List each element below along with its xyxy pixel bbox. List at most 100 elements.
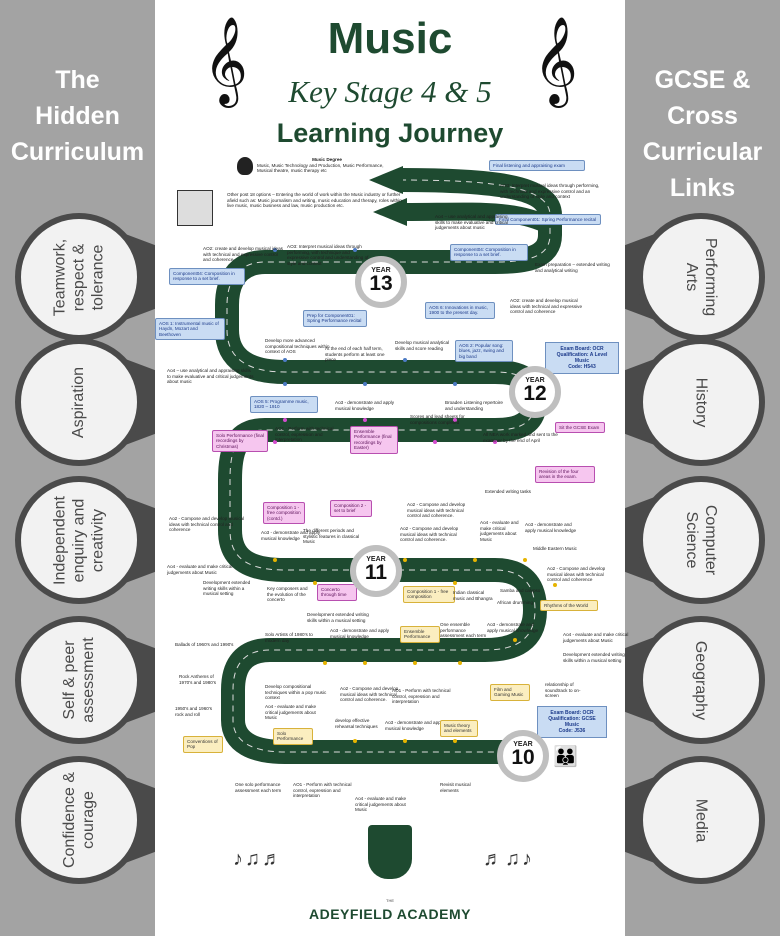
y13-exam-prep: Exam preparation – extended writing and …	[535, 262, 610, 273]
academy-the: THE	[386, 898, 394, 903]
poster-subtitle: Key Stage 4 & 5	[288, 74, 492, 109]
y10-develop-comp: Develop compositional techniques within …	[265, 684, 327, 701]
bubble-computer-science	[637, 476, 765, 604]
y13-end-half: At the end of each half term, students p…	[325, 346, 385, 363]
y11-ao2-a: Ao2 - Compose and develop musical ideas …	[169, 516, 245, 533]
y11-concerto-box: Concerto through time	[317, 584, 357, 601]
bubble-media	[637, 756, 765, 884]
y13-develop: Develop more advanced compositional tech…	[265, 338, 330, 355]
y10-ao4-c: Ao4 - evaluate and make critical judgeme…	[355, 796, 407, 813]
y10-theory-box: Music theory and elements	[440, 720, 478, 737]
bubble-independent-label: Independent enquiry and creativity	[51, 495, 107, 585]
treble-clef-icon-right: 𝄞	[533, 15, 578, 104]
year-10-marker: YEAR 10	[497, 730, 549, 782]
y13-analytical: Develop musical analytical skills and sc…	[395, 340, 450, 351]
y11-periods: The different periods and stylistic feat…	[303, 528, 360, 545]
y11-ao3-a: Ao3 - demonstrate and apply musical know…	[261, 530, 320, 541]
bubble-confidence-label: Confidence & courage	[61, 771, 97, 869]
y11-ao2-b: Ao2 - Compose and develop musical ideas …	[407, 502, 466, 519]
bubble-geography-label: Geography	[692, 640, 710, 720]
y10-ensemble-box: Ensemble Performance	[400, 626, 440, 643]
y13-final-comp-box: Final Component01: Spring Performance re…	[495, 214, 601, 226]
y10-ao1-a: AO1 - Perform with technical control, ex…	[392, 688, 451, 705]
y12-solo-perf-box: Solo Performance (final recordings by Ch…	[212, 430, 268, 453]
bubble-confidence	[15, 756, 143, 884]
y10-solo-artists: Solo Artists of 1980's to modern day	[265, 632, 313, 643]
y10-solo-perf-box: Solo Performance	[273, 728, 313, 745]
bubble-history-label: History	[692, 377, 710, 427]
industry-icon	[177, 190, 213, 226]
y13-aos6-box: AOS 6: Innovations in music, 1900 to the…	[425, 302, 495, 319]
y13-ao2-b: AO2: create and develop musical ideas wi…	[203, 246, 283, 263]
year-13-marker: YEAR 13	[355, 256, 407, 308]
y10-revisit: Revisit musical elements	[440, 782, 471, 793]
y10-ao4-a: Ao4 - evaluate and make critical judgeme…	[563, 632, 629, 643]
y13-ao3-b: AO3: Interpret musical ideas through per…	[287, 244, 369, 266]
bubble-teamwork-label: Teamwork, respect & tolerance	[51, 238, 107, 316]
treble-clef-icon-left: 𝄞	[203, 15, 248, 104]
y13-comp04-left-box: Component04: Composition in response to …	[169, 268, 245, 285]
bubble-independent	[15, 476, 143, 604]
y10-dev-writing: Development extended writing skills with…	[307, 612, 369, 623]
final-listening-box: Final listening and appraising exam	[489, 160, 585, 172]
bubble-self-peer-label: Self & peer assessment	[61, 637, 97, 723]
y10-one-solo: One solo performance assessment each ter…	[235, 782, 282, 793]
y10-ballads: Ballads of 1960's and 1990's	[175, 642, 234, 647]
y10-rnr: 1950's and 1960's rock and roll	[175, 706, 213, 717]
bubble-history	[637, 338, 765, 466]
academy-crest-icon	[368, 825, 412, 879]
ks5-exam-board: Exam Board: OCR Qualification: A Level M…	[545, 342, 619, 374]
y10-ao2: Ao2 - Compose and develop musical ideas …	[340, 686, 399, 703]
music-notes-right-icon: ♬♫♪	[483, 848, 534, 870]
y11-comp2-box: Composition 2 - set to brief	[330, 500, 372, 517]
y13-ao3-a: AO3: Interpret musical ideas through per…	[500, 183, 600, 200]
y10-ao1-b: AO1 - Perform with technical control, ex…	[293, 782, 352, 799]
y12-broaden: Broaden Listening repertoire and underst…	[445, 400, 503, 411]
bubble-geography	[637, 616, 765, 744]
y10-relationship: relationship of soundtrack to on-screen	[545, 682, 581, 699]
y11-composers: Key composers and the evolution of the c…	[267, 586, 308, 603]
bubble-aspiration	[15, 338, 143, 466]
y11-dev-writing: Development extended writing skills with…	[203, 580, 251, 597]
y13-ao2-a: AO2: create and develop musical ideas wi…	[510, 298, 583, 315]
journey-road	[215, 166, 562, 764]
y12-extended: Extended writing tasks	[485, 489, 531, 494]
year-12-marker: YEAR 12	[509, 366, 561, 418]
y11-comp1-box: Composition 1 - free composition (contd.…	[263, 502, 305, 525]
bubble-performing-arts	[637, 213, 765, 341]
y13-comp04-box: Component04: Composition in response to …	[450, 244, 528, 261]
y11-ao3-b: Ao3 - demonstrate and apply musical know…	[525, 522, 577, 533]
y11-ao2-c: Ao2 - Compose and develop musical ideas …	[400, 526, 459, 543]
y13-ao4-a: Ao4 – use analytical and appraising skil…	[435, 214, 508, 231]
post18-text: Other post 18 options – Entering the wor…	[227, 192, 402, 209]
y11-comp1-free-box: Composition 1 - free composition	[403, 586, 455, 603]
academy-name: ADEYFIELD ACADEMY	[309, 906, 471, 922]
y10-rehearsal: develop effective rehearsal techniques	[335, 718, 378, 729]
gcse-links-title: GCSE & Cross Curricular Links	[642, 66, 763, 202]
y10-film-box: Film and Gaming Music	[490, 684, 530, 701]
y10-ao3-c: Ao3 - demonstrate and apply musical know…	[385, 720, 444, 731]
bubble-media-label: Media	[692, 798, 710, 842]
y12-ensemble-box: Ensemble Performance (final recordings b…	[350, 426, 398, 454]
y10-rock: Rock Anthems of 1970's and 1980's	[179, 674, 217, 685]
bubble-self-peer	[15, 616, 143, 744]
ks4-exam-board: Exam Board: OCR Qualification: GCSE Musi…	[537, 706, 607, 738]
y11-ao4-b: Ao4 - evaluate and make critical judgeme…	[167, 564, 233, 575]
bubble-performing-arts-label: Performing Arts	[683, 237, 719, 317]
y11-middle-east: Middle Eastern Music	[533, 546, 577, 551]
y10-dev-ext: Development extended writing skills with…	[563, 652, 625, 663]
y10-ao4-b: Ao4 - evaluate and make critical judgeme…	[265, 704, 317, 721]
y12-aos2-box: AOS 2: Popular song: blues, jazz, swing …	[455, 340, 513, 363]
hidden-curriculum-title: The Hidden Curriculum	[10, 66, 145, 166]
degree-title: Music Degree	[312, 157, 342, 162]
y11-indian: Indian classical music and Bhangra	[453, 590, 493, 601]
y10-ao3-a: Ao3 - demonstrate and apply musical know…	[330, 628, 389, 639]
y11-ao2-d: Ao2 - Compose and develop musical ideas …	[547, 566, 606, 583]
degree-text: Music, Music Technology and Production, …	[257, 162, 384, 174]
graduate-icon	[237, 157, 253, 175]
students-icon: 👪	[553, 746, 578, 768]
learning-journey-poster: 𝄞 𝄞 Music Key Stage 4 & 5 Learning Journ…	[155, 0, 628, 936]
y12-nea: All NEA work marked and sent to the exam…	[483, 432, 558, 443]
y11-african: African drumming	[497, 600, 533, 605]
y10-conventions-box: Conventions of Pop	[183, 736, 223, 753]
